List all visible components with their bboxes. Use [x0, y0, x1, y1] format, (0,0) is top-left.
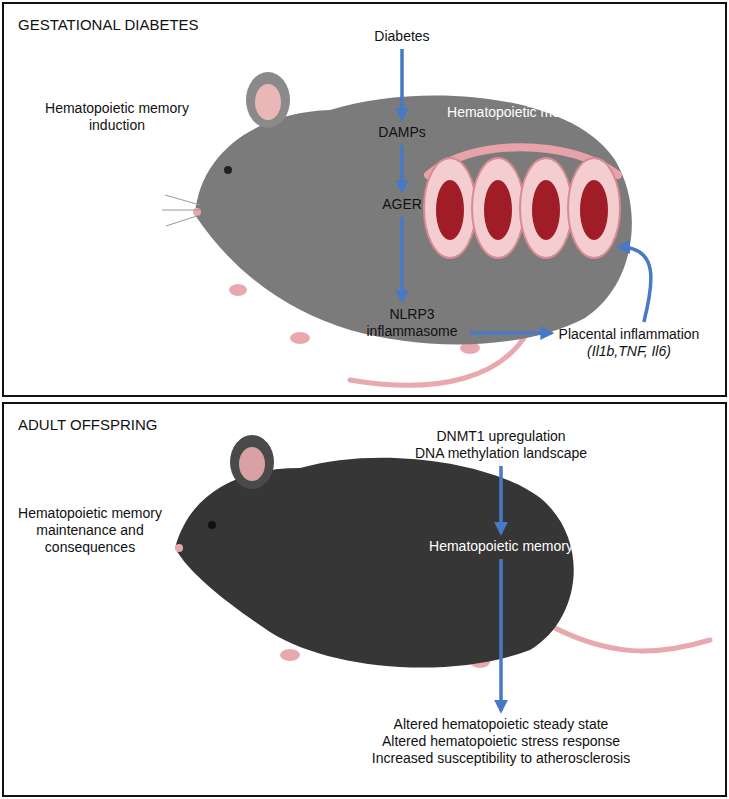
step-text: DNMT1 upregulation	[415, 428, 587, 445]
amniotic-sac	[520, 158, 572, 258]
flow-step: DNMT1 upregulationDNA methylation landsc…	[411, 426, 591, 464]
mouse-ear	[230, 435, 274, 489]
step-text: DNA methylation landscape	[415, 445, 587, 462]
flow-step: Hematopoietic memory	[422, 102, 616, 272]
amniotic-sac	[472, 158, 524, 258]
flow-arrow	[499, 559, 503, 711]
panel-title: GESTATIONAL DIABETES	[18, 16, 199, 33]
mouse-tail	[540, 620, 710, 651]
mouse-eye	[224, 166, 232, 174]
mouse-nose	[175, 544, 183, 552]
step-text: Placental inflammation	[559, 326, 700, 343]
flow-arrow	[400, 145, 404, 191]
step-text: Hematopoietic memory	[429, 538, 573, 555]
step-text: AGER	[382, 196, 422, 213]
flow-step: Hematopoietic memory	[425, 536, 577, 557]
embryo	[484, 180, 512, 240]
uterus-sacs	[424, 158, 620, 258]
flow-step: AGER	[378, 194, 426, 215]
flow-arrow	[499, 466, 503, 533]
mouse-body	[175, 458, 574, 668]
flow-step: DAMPs	[374, 122, 429, 143]
flow-step: Altered hematopoietic steady stateAltere…	[368, 714, 634, 769]
panel-title: ADULT OFFSPRING	[18, 416, 157, 433]
side-note: Hematopoietic memory maintenance and con…	[15, 505, 165, 556]
flow-step: NLRP3 inflammasome	[356, 304, 468, 342]
offspring-mouse	[175, 435, 710, 668]
step-text: NLRP3 inflammasome	[360, 306, 464, 340]
flow-step: Diabetes	[370, 26, 433, 47]
step-text: Altered hematopoietic stress response	[372, 733, 630, 750]
step-text: Altered hematopoietic steady state	[372, 716, 630, 733]
mouse-paw	[290, 332, 310, 344]
flow-step: Placental inflammation(Il1b,TNF, Il6)	[555, 324, 704, 362]
mouse-eye	[208, 521, 216, 529]
step-text: (Il1b,TNF, Il6)	[559, 343, 700, 360]
mouse-paw	[280, 649, 300, 661]
embryo	[580, 180, 608, 240]
step-text: Diabetes	[374, 28, 429, 45]
embryo	[532, 180, 560, 240]
mouse-paw	[229, 284, 247, 296]
mouse-ear-inner	[239, 447, 265, 481]
mouse-whiskers	[162, 195, 200, 226]
mouse-ear-inner	[255, 84, 281, 120]
side-note: Hematopoietic memory induction	[42, 100, 192, 134]
step-text: DAMPs	[378, 124, 425, 141]
embryo	[436, 180, 464, 240]
step-text: Increased susceptibility to atherosclero…	[372, 750, 630, 767]
panel: ADULT OFFSPRING DNMT1 upregulationDNA met…	[2, 402, 727, 797]
flow-arrow	[400, 49, 404, 119]
amniotic-sac	[568, 158, 620, 258]
mouse-ear	[246, 72, 290, 128]
flow-arrow	[470, 331, 552, 335]
mouse-body	[195, 95, 632, 344]
flow-arrow	[400, 217, 404, 301]
panel: GESTATIONAL DIABETES DiabetesDAMPsAGER NLR…	[2, 2, 727, 397]
step-text: Hematopoietic memory	[426, 104, 612, 121]
flow-arrow	[619, 247, 651, 322]
amniotic-sac	[424, 158, 476, 258]
